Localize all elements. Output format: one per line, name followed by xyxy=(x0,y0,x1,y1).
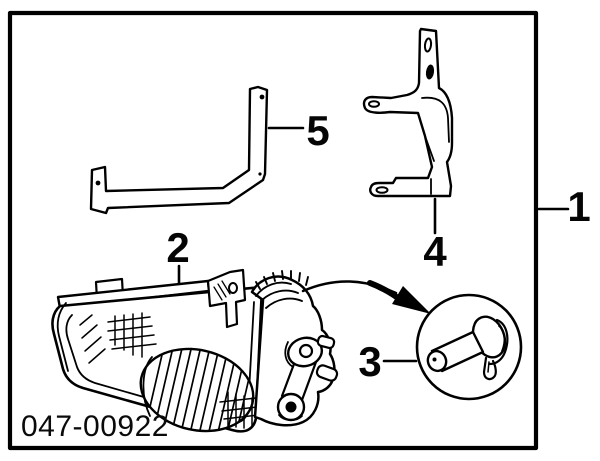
bracket-left-hole xyxy=(95,180,101,186)
detail-arrow xyxy=(301,280,431,314)
housing-ring-boss xyxy=(284,336,324,368)
lens-grid-upper xyxy=(107,312,157,358)
bracket-left-hole xyxy=(259,94,265,100)
lens-hatching xyxy=(79,314,106,364)
bracket-right-drawing xyxy=(362,27,454,198)
fog-lamp-upright-bracket xyxy=(206,268,247,329)
bracket-right-tab-slot xyxy=(368,100,380,108)
fog-lamp-drawing xyxy=(51,268,339,433)
callout-label-1: 1 xyxy=(567,183,591,230)
bulb-detail-circle xyxy=(415,293,523,401)
bracket-left-drawing xyxy=(89,85,269,215)
part-number: 047-00922 xyxy=(21,410,169,443)
housing-lower-boss xyxy=(276,392,306,422)
callout-label-2: 2 xyxy=(166,224,190,271)
housing-side-tab xyxy=(316,334,336,350)
bracket-right-foot-slot xyxy=(375,186,389,194)
housing-side-tab xyxy=(315,364,339,382)
callout-label-4: 4 xyxy=(423,228,447,275)
callout-label-3: 3 xyxy=(358,338,382,385)
housing-knurled-cap xyxy=(255,270,309,309)
bracket-right-slot xyxy=(423,37,433,53)
bulb-drawing xyxy=(426,315,509,381)
bracket-left-hole xyxy=(258,172,262,176)
lens-grid-lower xyxy=(219,391,259,429)
diagram-frame xyxy=(7,10,539,451)
bracket-right-hole xyxy=(425,64,435,80)
callout-label-5: 5 xyxy=(306,107,330,154)
